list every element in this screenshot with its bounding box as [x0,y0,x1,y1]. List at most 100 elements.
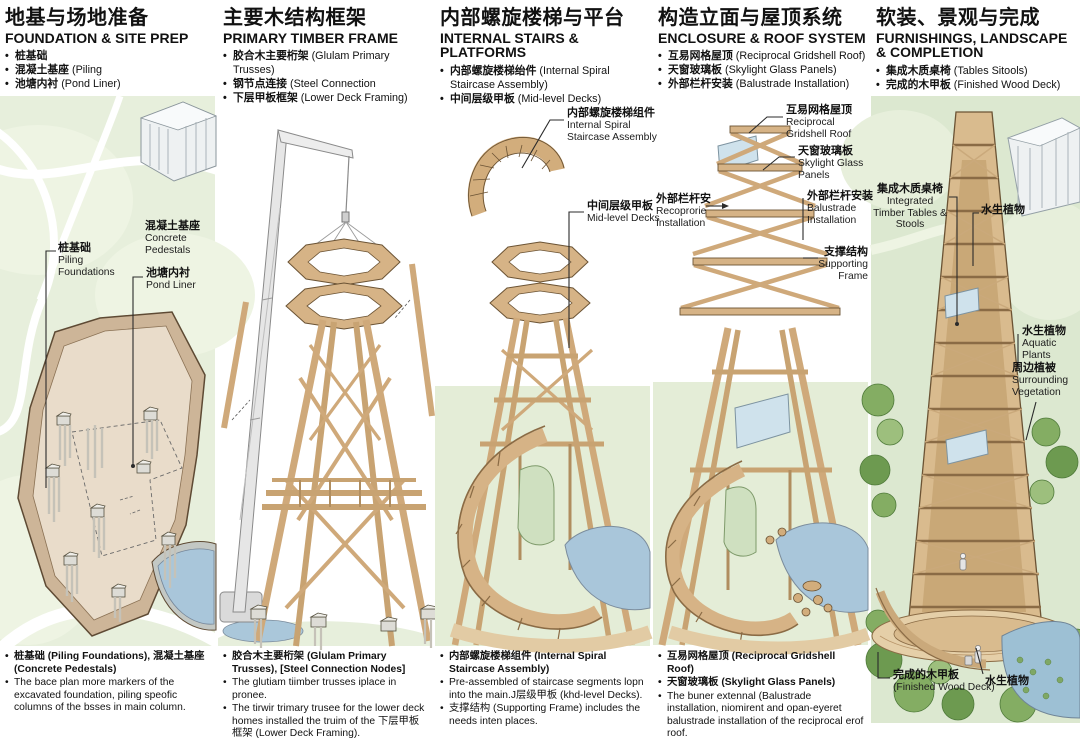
bullet-dot-icon: • [658,50,662,63]
illustration-internal-stairs [435,119,653,653]
annotation-surrounding-vegetation: 周边植被 Surrounding Vegetation [1012,362,1080,398]
annotation-cn: 池塘内衬 [146,267,190,279]
concrete-pedestals [44,406,177,622]
annotation-piling-foundations: 桩基础 Piling Foundations [58,242,134,278]
annotation-mid-level-decks: 中间层级甲板 Mid-level Decks [587,200,683,225]
annotation-gridshell-roof: 互易网格屋顶 Reciprocal Gridshell Roof [786,104,870,140]
bullet-cn: 中间层级甲板 [450,93,515,106]
footnote: •桩基础 (Piling Foundations), 混凝土基座 (Concre… [5,651,205,675]
bullet-en: (Mid-level Decks) [517,93,602,106]
bullet-item: • 桩基础 [5,49,213,63]
bullet-item: •天窗玻璃板(Skylight Glass Panels) [658,63,866,77]
footnote: •支撑结构 (Supporting Frame) includes the ne… [440,703,641,727]
bullet-item: •钢节点连接(Steel Connection [223,77,431,91]
bullet-item: •胶合木主要桁架(Glulam Primary Trusses) [223,49,431,77]
panel-4-bullets: •互易网格屋顶(Reciprocal Gridshell Roof) •天窗玻璃… [658,49,866,91]
panel-2-title-cn: 主要木结构框架 [223,7,367,29]
bullet-dot-icon: • [5,677,9,689]
bullet-item: •完成的木甲板(Finished Wood Deck) [876,78,1078,92]
annotation-concrete-pedestals: 混凝土基座 Concrete Pedestals [145,220,215,256]
bullet-en: (Tables Sitools) [953,64,1028,77]
bullet-cn: 混凝土基座 [15,64,69,77]
footnote: •The bace plan more markers of the excav… [5,677,186,714]
bullet-dot-icon: • [658,677,662,689]
bullet-dot-icon: • [658,78,662,91]
annotation-en: Pond Liner [146,280,196,292]
panel-5-bullets: •集成木质桌椅(Tables Sitools) •完成的木甲板(Finished… [876,64,1078,92]
bullet-cn: 天窗玻璃板 [668,64,722,77]
bullet-dot-icon: • [223,677,227,689]
annotation-cn: 外部栏杆安装 [807,190,873,202]
bullet-dot-icon: • [658,651,662,662]
bullet-item: •互易网格屋顶(Reciprocal Gridshell Roof) [658,49,866,63]
annotation-en: Supporting Frame [818,259,868,282]
bullet-en: (Steel Connection [289,78,376,91]
bullet-dot-icon: • [440,64,444,77]
bullet-en: (Internal Spiral Staircase Assembly) [450,64,610,91]
annotation-en: Reciprocal Gridshell Roof [786,117,852,140]
bullet-item: •中间层级甲板(Mid-level Decks) [440,92,648,106]
bullet-dot-icon: • [5,651,9,662]
annotation-cn: 水生植物 [981,204,1025,216]
annotation-en: (Finished Wood Deck) [893,682,995,694]
panel-1-title-en: FOUNDATION & SITE PREP [5,29,189,46]
annotation-en: Mid-level Decks [587,213,660,225]
annotation-cn: 支撑结构 [824,246,868,258]
footnote: •内部螺旋楼梯组件 (Internal Spiral Staircase Ass… [440,651,607,675]
glasshouse-building [139,101,218,182]
panel-2-bullets: •胶合木主要桁架(Glulam Primary Trusses) •钢节点连接(… [223,49,431,105]
panel-4-title-en: ENCLOSURE & ROOF SYSTEM [658,29,866,46]
bullet-dot-icon: • [223,703,227,715]
panel-2-footnotes: •胶合木主要桁架 (Glulam Primary Trusses), [Stee… [223,651,429,742]
bullet-cn: 下层甲板框架 [233,92,298,105]
bullet-dot-icon: • [658,64,662,77]
annotation-tables-stools: 集成木质桌椅 Integrated Timber Tables & Stools [873,183,947,231]
bullet-item: •外部栏杆安装(Balustrade Installation) [658,77,866,91]
footnote: •The buner extennal (Balustrade installa… [658,690,864,740]
bullet-dot-icon: • [658,690,662,702]
glasshouse-building-2 [1006,117,1080,217]
panel-1-footnotes: •桩基础 (Piling Foundations), 混凝土基座 (Concre… [5,651,211,716]
annotation-en: Integrated Timber Tables & Stools [873,196,947,231]
bullet-item: •下层甲板框架(Lower Deck Framing) [223,91,431,105]
gridshell-roof [679,125,841,316]
construction-sequence-diagram: { "colors": {"wood":"#d2ad7c","wood_dark… [0,7,1080,740]
bullet-cn: 桩基础 [15,50,48,63]
bullet-dot-icon: • [5,64,9,77]
panel-2-header: 主要木结构框架 PRIMARY TIMBER FRAME •胶合木主要桁架(Gl… [223,7,431,105]
annotation-supporting-frame: 支撑结构 Supporting Frame [800,246,868,282]
annotation-aquatic-plants-right: 水生植物 Aquatic Plants [1022,325,1078,361]
annotation-balustrade-right: 外部栏杆安装 Balustrade Installation [807,190,879,226]
bullet-dot-icon: • [5,50,9,63]
bullet-item: •内部螺旋楼梯绐件(Internal Spiral Staircase Asse… [440,64,648,92]
annotation-cn: 混凝土基座 [145,220,200,232]
panel-2-title-en: PRIMARY TIMBER FRAME [223,29,398,46]
bullet-dot-icon: • [876,64,880,77]
annotation-balustrade-left: 外部栏杆安 Recoprorie Installation [656,193,724,229]
panel-3-header: 内部螺旋楼梯与平台 INTERNAL STAIRS & PLATFORMS •内… [440,7,648,106]
annotation-cn: 互易网格屋顶 [786,104,852,116]
bullet-cn: 互易网格屋顶 [668,50,733,63]
bullet-cn: 完成的木甲板 [886,79,951,91]
bullet-item: • 混凝土基座(Piling [5,63,213,77]
annotation-en: Skylight Glass Panels [798,158,864,181]
annotation-cn: 中间层级甲板 [587,200,653,212]
annotation-aquatic-plants-top: 水生植物 [981,204,1041,216]
annotation-cn: 天窗玻璃板 [798,145,853,157]
bullet-en: (Piling [71,64,102,77]
illustrations-svg [0,94,1080,723]
annotation-en: Aquatic Plants [1022,338,1057,361]
annotation-cn: 内部螺旋楼梯组件 [567,107,655,119]
panel-4-header: 构造立面与屋顶系统 ENCLOSURE & ROOF SYSTEM •互易网格屋… [658,7,866,91]
bullet-en: (Finished Wood Deck) [953,79,1061,91]
footnote: •胶合木主要桁架 (Glulam Primary Trusses), [Stee… [223,651,406,675]
bullet-en: (Pond Liner) [61,78,121,91]
annotation-cn: 水生植物 [1022,325,1066,337]
annotation-spiral-staircase: 内部螺旋楼梯组件 Internal Spiral Staircase Assem… [567,107,667,143]
annotation-en: Recoprorie Installation [656,206,707,229]
bullet-dot-icon: • [223,92,227,105]
annotation-aquatic-plants-bottom: 水生植物 [985,675,1045,687]
panel-3-title-cn: 内部螺旋楼梯与平台 [440,7,625,29]
annotation-en: Concrete Pedestals [145,233,191,256]
bullet-dot-icon: • [223,78,227,91]
